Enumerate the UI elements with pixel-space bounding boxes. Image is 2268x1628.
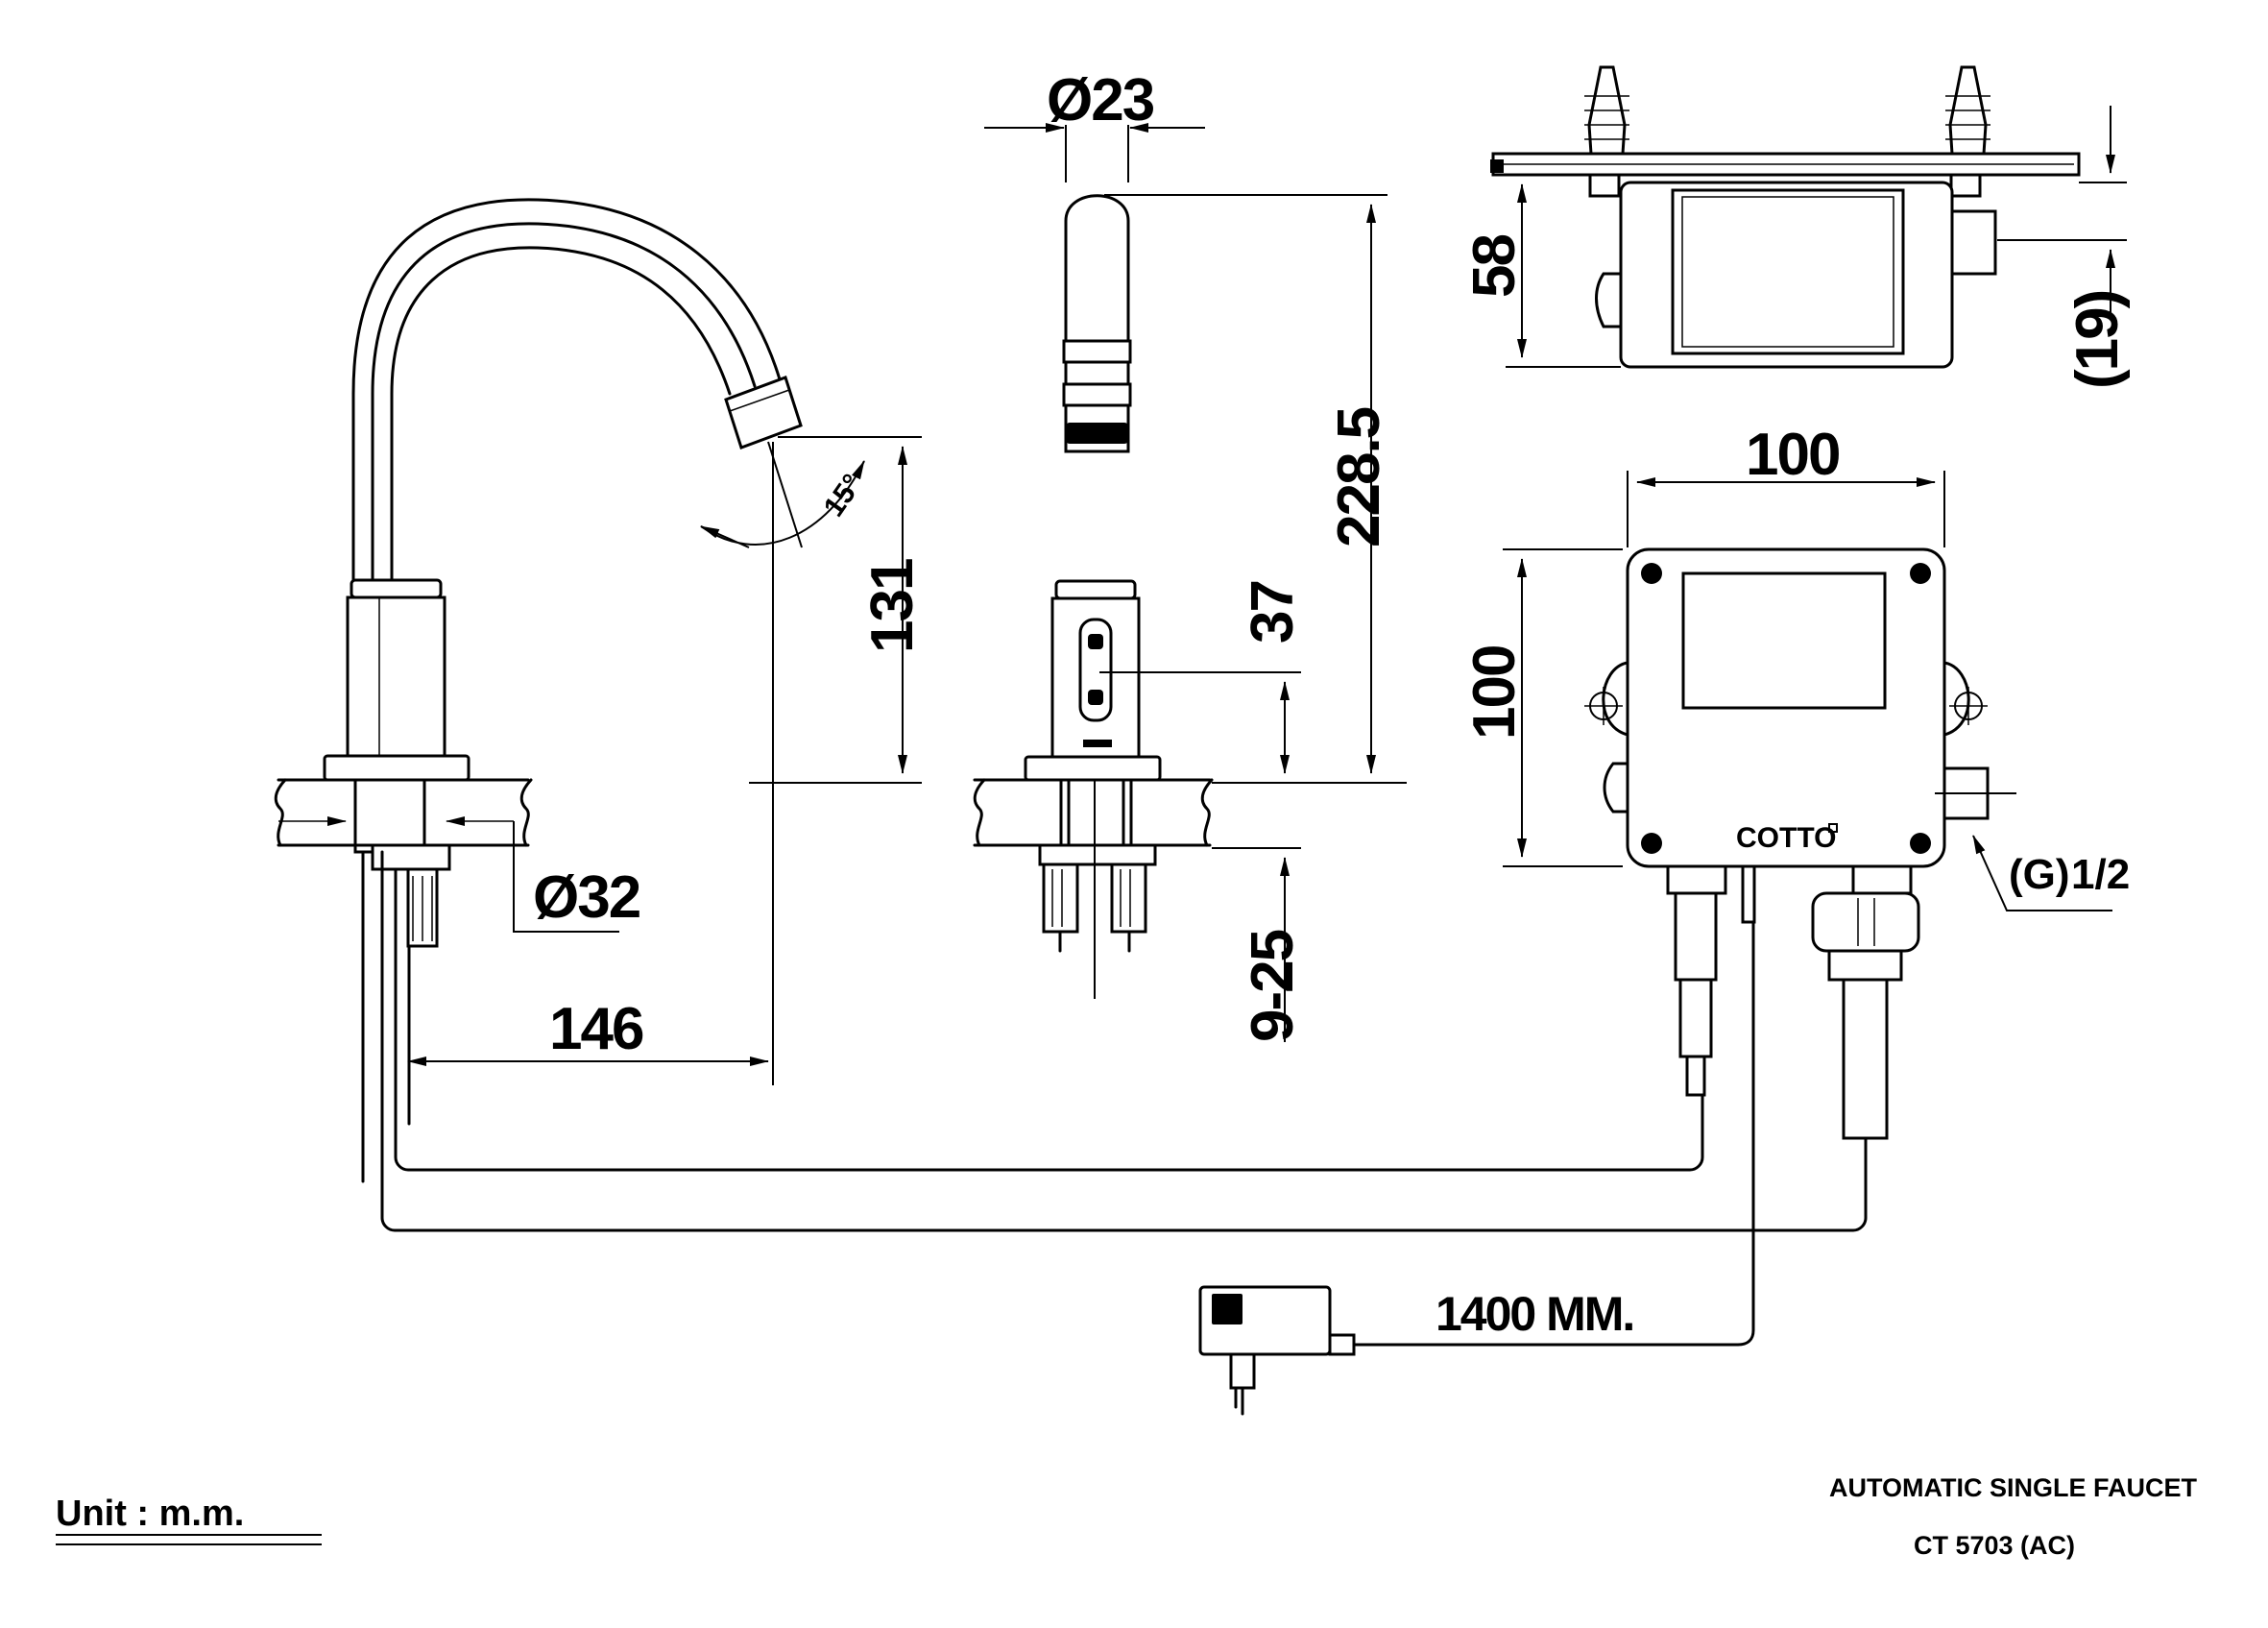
dim-cable-length: 1400 MM. <box>1436 1287 1633 1341</box>
dim-box-width: 100 <box>1746 422 1839 488</box>
dimension-labels: Ø23 15° 131 228.5 37 Ø32 9-25 146 58 (19… <box>533 67 2131 1341</box>
faucet-front-view <box>274 198 803 1183</box>
front-dimensions <box>407 436 922 1085</box>
control-box-side-view <box>1490 65 2127 369</box>
control-box-front-view: COTTO <box>1503 471 2112 1140</box>
ac-adapter <box>1198 1285 1356 1416</box>
dim-box-depth: 58 <box>1461 235 1528 298</box>
dim-deck-thickness: 9-25 <box>1240 930 1306 1042</box>
dim-box-height: 100 <box>1461 646 1528 740</box>
dim-outlet-diameter: Ø23 <box>1047 67 1154 134</box>
faucet-side-view <box>973 194 1214 999</box>
dim-base-diameter: Ø32 <box>533 864 639 931</box>
brand-logo: COTTO <box>1736 822 1836 854</box>
dim-sensor-height: 37 <box>1240 581 1306 644</box>
dim-total-height: 228.5 <box>1326 407 1392 547</box>
dim-bracket-offset: (19) <box>2064 291 2131 389</box>
side-dimensions <box>984 123 1407 1042</box>
product-name: AUTOMATIC SINGLE FAUCET <box>1829 1473 2198 1502</box>
unit-label: Unit : m.m. <box>56 1494 244 1534</box>
title-block: Unit : m.m. AUTOMATIC SINGLE FAUCET CT 5… <box>56 1473 2198 1560</box>
dim-inlet-thread-size: 1/2 <box>2071 851 2130 898</box>
model-code: CT 5703 (AC) <box>1914 1531 2075 1560</box>
dim-inlet-thread-prefix: (G) <box>2009 851 2070 898</box>
dim-height-outlet: 131 <box>859 559 926 653</box>
dim-reach: 146 <box>549 996 643 1062</box>
connection-hoses <box>380 920 1868 1347</box>
